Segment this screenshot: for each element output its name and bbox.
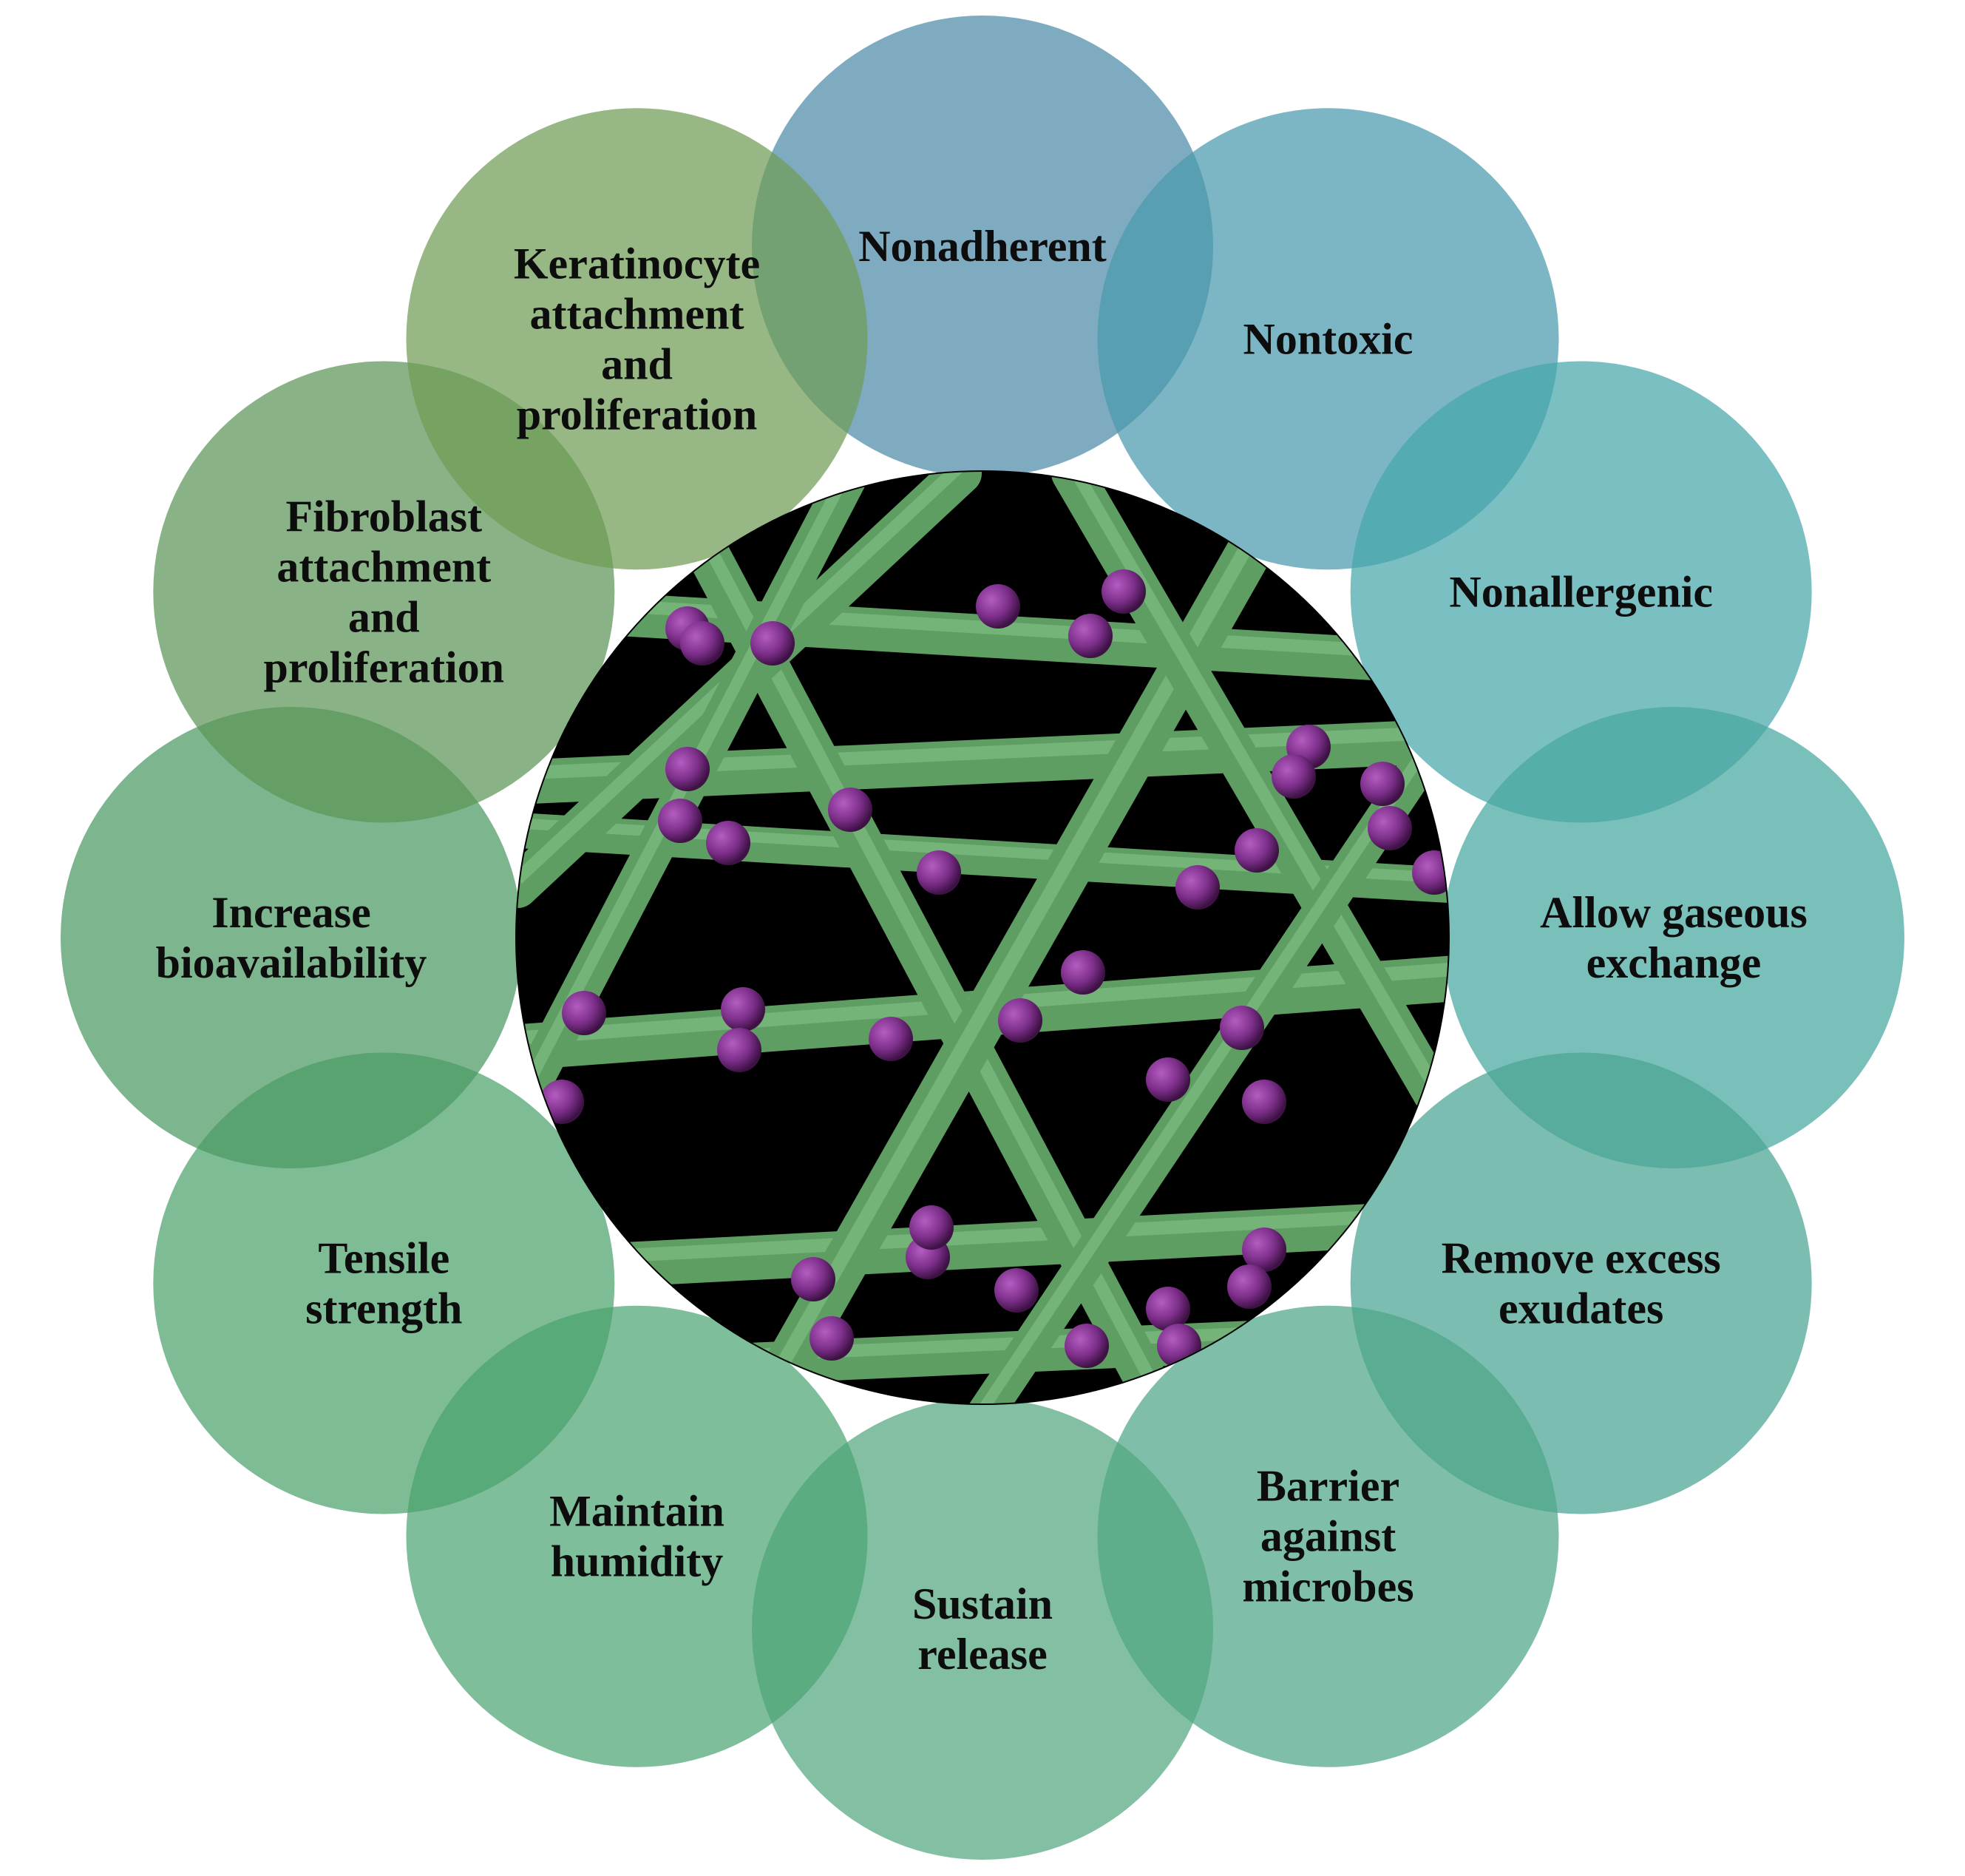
label-line: exudates <box>1499 1284 1663 1333</box>
fiber-highlight <box>517 1205 1448 1270</box>
label-line: strength <box>305 1284 462 1333</box>
nanoparticle <box>1368 806 1412 850</box>
petal-tensile-strength <box>153 1052 615 1514</box>
nanoparticle <box>1272 754 1316 799</box>
petal-keratinocyte-attachment <box>406 108 868 570</box>
nanoparticle <box>791 1257 835 1301</box>
label-line: Nonallergenic <box>1449 568 1713 617</box>
nanoparticle <box>1242 1227 1286 1272</box>
label-line: Barrier <box>1257 1462 1399 1511</box>
nanoparticle <box>1146 1057 1190 1102</box>
petal-increase-bioavailability <box>61 707 522 1168</box>
label-line: microbes <box>1242 1562 1413 1611</box>
label-line: bioavailability <box>156 938 427 987</box>
nanoparticle <box>1360 762 1405 806</box>
label-line: release <box>917 1630 1047 1679</box>
property-petals <box>61 16 1904 1860</box>
label-line: Increase <box>211 888 371 937</box>
nanoparticle <box>828 788 872 832</box>
nanoparticle <box>721 987 765 1032</box>
nanoparticle <box>1102 569 1146 614</box>
petal-barrier-against-microbes <box>1097 1305 1559 1767</box>
label-line: Allow gaseous <box>1540 888 1808 937</box>
nanoparticle <box>994 1268 1039 1313</box>
nanoparticle <box>665 747 710 791</box>
label-line: against <box>1260 1512 1396 1561</box>
label-line: humidity <box>551 1537 723 1586</box>
petal-nonallergenic <box>1350 361 1812 823</box>
nanoparticle <box>706 821 750 865</box>
nanofiber-mesh-image <box>515 470 1450 1405</box>
nanoparticle <box>810 1316 854 1361</box>
label-line: Maintain <box>549 1487 724 1536</box>
nanoparticle <box>680 621 724 666</box>
nanoparticle <box>717 1028 761 1072</box>
nanoparticle <box>1146 1287 1190 1331</box>
label-line: proliferation <box>517 390 758 438</box>
nanoparticle <box>998 998 1042 1043</box>
nanoparticle <box>1242 1080 1286 1124</box>
label-line: Nontoxic <box>1243 314 1413 363</box>
nanoparticle <box>1061 950 1105 995</box>
nanoparticle <box>976 584 1020 629</box>
nanoparticle <box>1220 1006 1264 1050</box>
nanoparticle <box>1068 614 1113 658</box>
petal-nonadherent <box>752 16 1213 477</box>
nanoparticle <box>869 1017 913 1061</box>
label-line: Sustain <box>912 1579 1053 1628</box>
nanoparticle <box>1175 865 1220 910</box>
nanoparticle <box>1235 828 1279 873</box>
label-line: Keratinocyte <box>514 239 760 288</box>
nanoparticle <box>917 850 961 895</box>
label-line: and <box>601 339 673 388</box>
nanoparticle <box>1227 1264 1272 1309</box>
nanoparticle <box>1065 1324 1109 1368</box>
label-line: and <box>348 593 420 642</box>
label-line: Fibroblast <box>285 492 482 541</box>
nanoparticle <box>909 1205 954 1250</box>
nanoparticle <box>562 991 606 1035</box>
label-line: Remove excess <box>1442 1234 1721 1283</box>
label-line: proliferation <box>264 643 505 692</box>
petal-allow-gaseous-exchange <box>1443 707 1904 1168</box>
label-line: exchange <box>1586 938 1762 987</box>
nanoparticle <box>658 799 702 843</box>
label-line: Nonadherent <box>858 222 1107 271</box>
label-line: Tensile <box>318 1234 449 1283</box>
label-line: attachment <box>530 289 744 338</box>
petal-sustain-release <box>752 1398 1213 1860</box>
label-nontoxic: Nontoxic <box>1243 314 1413 363</box>
nanoparticle <box>750 621 795 666</box>
label-line: attachment <box>276 543 491 592</box>
fiber-strand <box>517 585 1448 687</box>
label-nonadherent: Nonadherent <box>858 222 1107 271</box>
label-nonallergenic: Nonallergenic <box>1449 568 1713 617</box>
